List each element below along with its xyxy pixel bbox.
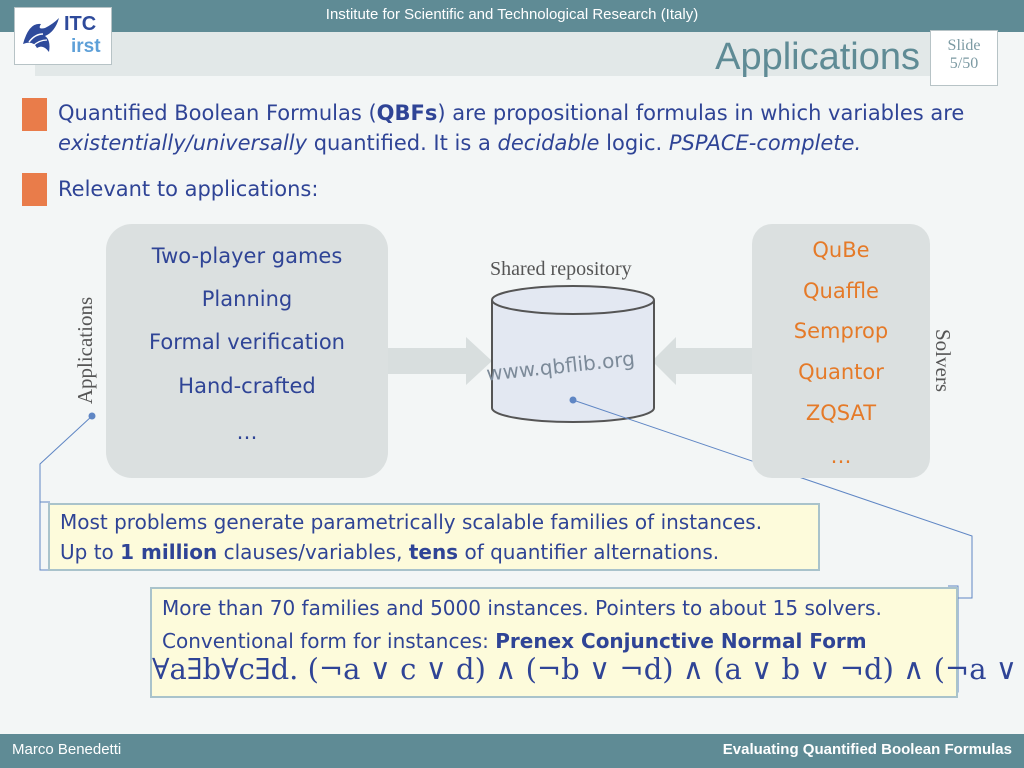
callout-repository: More than 70 families and 5000 instances… <box>150 587 958 698</box>
slide-title: Applications <box>715 36 920 78</box>
qbf-formula: ∀a∃b∀c∃d. (¬a ∨ c ∨ d) ∧ (¬b ∨ ¬d) ∧ (a … <box>152 652 1024 686</box>
callout-text: of quantifier alternations. <box>458 540 720 564</box>
bullet-text: Quantified Boolean Formulas ( <box>58 101 377 125</box>
header-bar: Institute for Scientific and Technologic… <box>0 0 1024 32</box>
itc-irst-logo: ITC irst <box>14 7 112 65</box>
callout-line: Most problems generate parametrically sc… <box>60 510 763 534</box>
application-item: Two-player games <box>151 244 343 268</box>
applications-label: Applications <box>73 296 98 405</box>
bullet-text-italic: PSPACE-complete. <box>668 131 862 155</box>
callout-text-bold: tens <box>408 540 459 564</box>
bullet-qbf-definition: Quantified Boolean Formulas (QBFs) are p… <box>58 98 1008 158</box>
callout-text-bold: Prenex Conjunctive Normal Form <box>495 629 867 653</box>
solvers-panel: QuBe Quaffle Semprop Quantor ZQSAT … <box>752 224 930 478</box>
solvers-label: Solvers <box>931 329 955 392</box>
solver-item: QuBe <box>812 238 870 262</box>
slide-label: Slide <box>947 37 981 54</box>
bullet-marker <box>22 98 47 131</box>
callout1-bracket <box>39 501 50 571</box>
footer-author: Marco Benedetti <box>12 741 122 758</box>
repository-label: Shared repository <box>490 258 632 280</box>
callout-text: Conventional form for instances: <box>162 629 496 653</box>
bullet-text: ) are propositional formulas in which va… <box>437 101 965 125</box>
bullet-text: quantified. It is a <box>307 131 498 155</box>
solver-item: … <box>830 444 852 468</box>
footer-title: Evaluating Quantified Boolean Formulas <box>722 741 1012 758</box>
callout-line: More than 70 families and 5000 instances… <box>162 596 882 620</box>
slide-number: 5/50 <box>949 55 979 72</box>
application-item: … <box>236 420 258 444</box>
applications-panel: Two-player games Planning Formal verific… <box>106 224 388 478</box>
application-item: Hand-crafted <box>178 374 316 398</box>
bullet-text-italic: existentially/universally <box>58 131 308 155</box>
logo-text-itc: ITC <box>64 13 97 35</box>
database-cylinder-icon <box>491 285 655 423</box>
slide-counter: Slide 5/50 <box>930 30 998 86</box>
application-item: Formal verification <box>149 330 345 354</box>
logo-text-irst: irst <box>71 36 101 57</box>
application-item: Planning <box>201 287 293 311</box>
bullet-applications: Relevant to applications: <box>58 177 319 201</box>
callout-instances: Most problems generate parametrically sc… <box>48 503 820 571</box>
solver-item: Semprop <box>793 319 889 343</box>
arrow-solvers-to-repo <box>652 337 752 385</box>
solver-item: Quantor <box>798 360 884 384</box>
bullet-text-italic: decidable <box>497 131 600 155</box>
bullet-text-bold: QBFs <box>376 101 438 125</box>
callout-text-bold: 1 million <box>120 540 218 564</box>
callout-text: clauses/variables, <box>217 540 409 564</box>
callout-line: Up to 1 million clauses/variables, tens … <box>60 537 818 567</box>
bullet-text: logic. <box>599 131 669 155</box>
institute-name: Institute for Scientific and Technologic… <box>325 6 699 23</box>
solver-item: Quaffle <box>803 279 879 303</box>
callout-line: Conventional form for instances: Prenex … <box>162 625 956 658</box>
callout-text: Up to <box>60 540 121 564</box>
bullet-marker <box>22 173 47 206</box>
footer-bar <box>0 734 1024 768</box>
title-band <box>35 32 930 76</box>
eagle-logo-icon <box>23 18 59 52</box>
solver-item: ZQSAT <box>805 401 877 425</box>
arrow-apps-to-repo <box>388 337 492 385</box>
